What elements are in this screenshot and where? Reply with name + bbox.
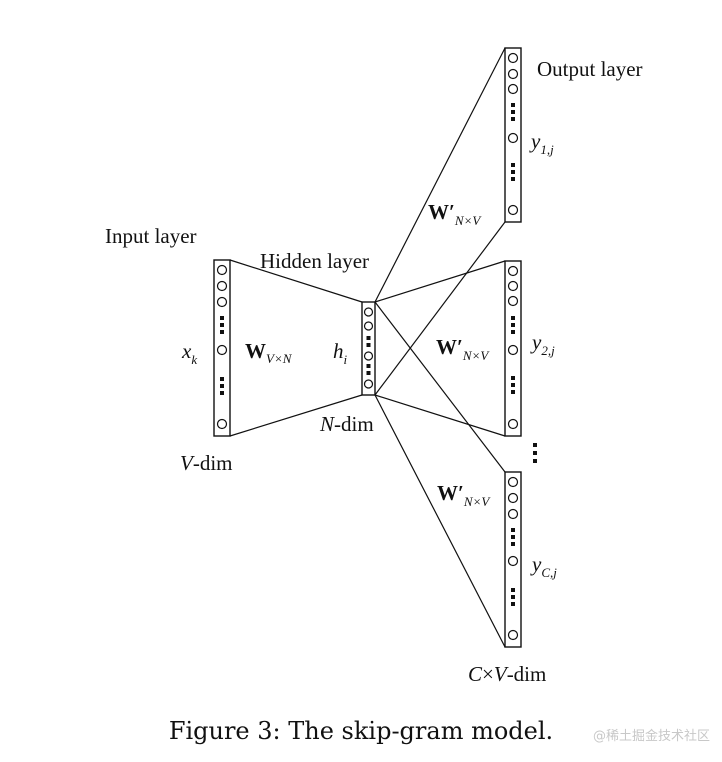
hidden-variable-label: hi: [333, 339, 348, 367]
input-layer-label: Input layer: [105, 224, 197, 248]
between-outputs-ellipsis: [533, 443, 537, 463]
hidden-to-outputC-bottom-line: [374, 394, 506, 648]
hidden-ellipsis-dots: [366, 336, 371, 375]
hidden-layer-label: Hidden layer: [260, 249, 369, 273]
hidden-to-output2-bottom-line: [374, 394, 506, 437]
input-weight-matrix-label: WV×N: [245, 339, 293, 366]
hidden-dimension-label: N-dim: [319, 412, 374, 436]
input-top-to-hidden-line: [229, 259, 363, 303]
output-dimension-label: C×V-dim: [468, 662, 546, 686]
input-neurons: [216, 264, 228, 430]
output-1-ellipsis-dots: [511, 103, 515, 181]
connection-lines: [229, 47, 506, 648]
input-ellipsis-dots: [220, 316, 224, 395]
input-layer-column: [213, 259, 231, 437]
output-layer-1-column: [504, 47, 522, 223]
hidden-to-output1-bottom-line: [374, 221, 506, 396]
input-variable-label: xk: [181, 339, 197, 367]
output-C-ellipsis-dots: [511, 528, 515, 606]
output-2-ellipsis-dots: [511, 316, 515, 394]
output-2-neurons: [507, 265, 519, 430]
output-C-weight-matrix-label: W′N×V: [437, 481, 491, 509]
figure-caption: Figure 3: The skip-gram model.: [168, 717, 554, 745]
hidden-to-outputC-top-line: [374, 301, 506, 473]
hidden-to-output1-top-line: [374, 47, 506, 303]
output-2-variable-label: y2,j: [530, 330, 555, 358]
hidden-neurons: [363, 307, 374, 389]
output-layer-label: Output layer: [537, 57, 643, 81]
output-layer-2-column: [504, 260, 522, 437]
output-1-neurons: [507, 52, 519, 216]
output-C-neurons: [507, 476, 519, 641]
input-dimension-label: V-dim: [180, 451, 233, 475]
output-1-variable-label: y1,j: [529, 129, 554, 157]
output-2-weight-matrix-label: W′N×V: [436, 335, 490, 363]
output-1-weight-matrix-label: W′N×V: [428, 200, 482, 228]
output-C-variable-label: yC,j: [530, 552, 557, 580]
input-bottom-to-hidden-line: [229, 394, 363, 437]
watermark: @稀土掘金技术社区: [592, 729, 710, 744]
output-layer-C-column: [504, 471, 522, 648]
hidden-to-output2-top-line: [374, 260, 506, 303]
hidden-layer-column: [361, 301, 376, 396]
